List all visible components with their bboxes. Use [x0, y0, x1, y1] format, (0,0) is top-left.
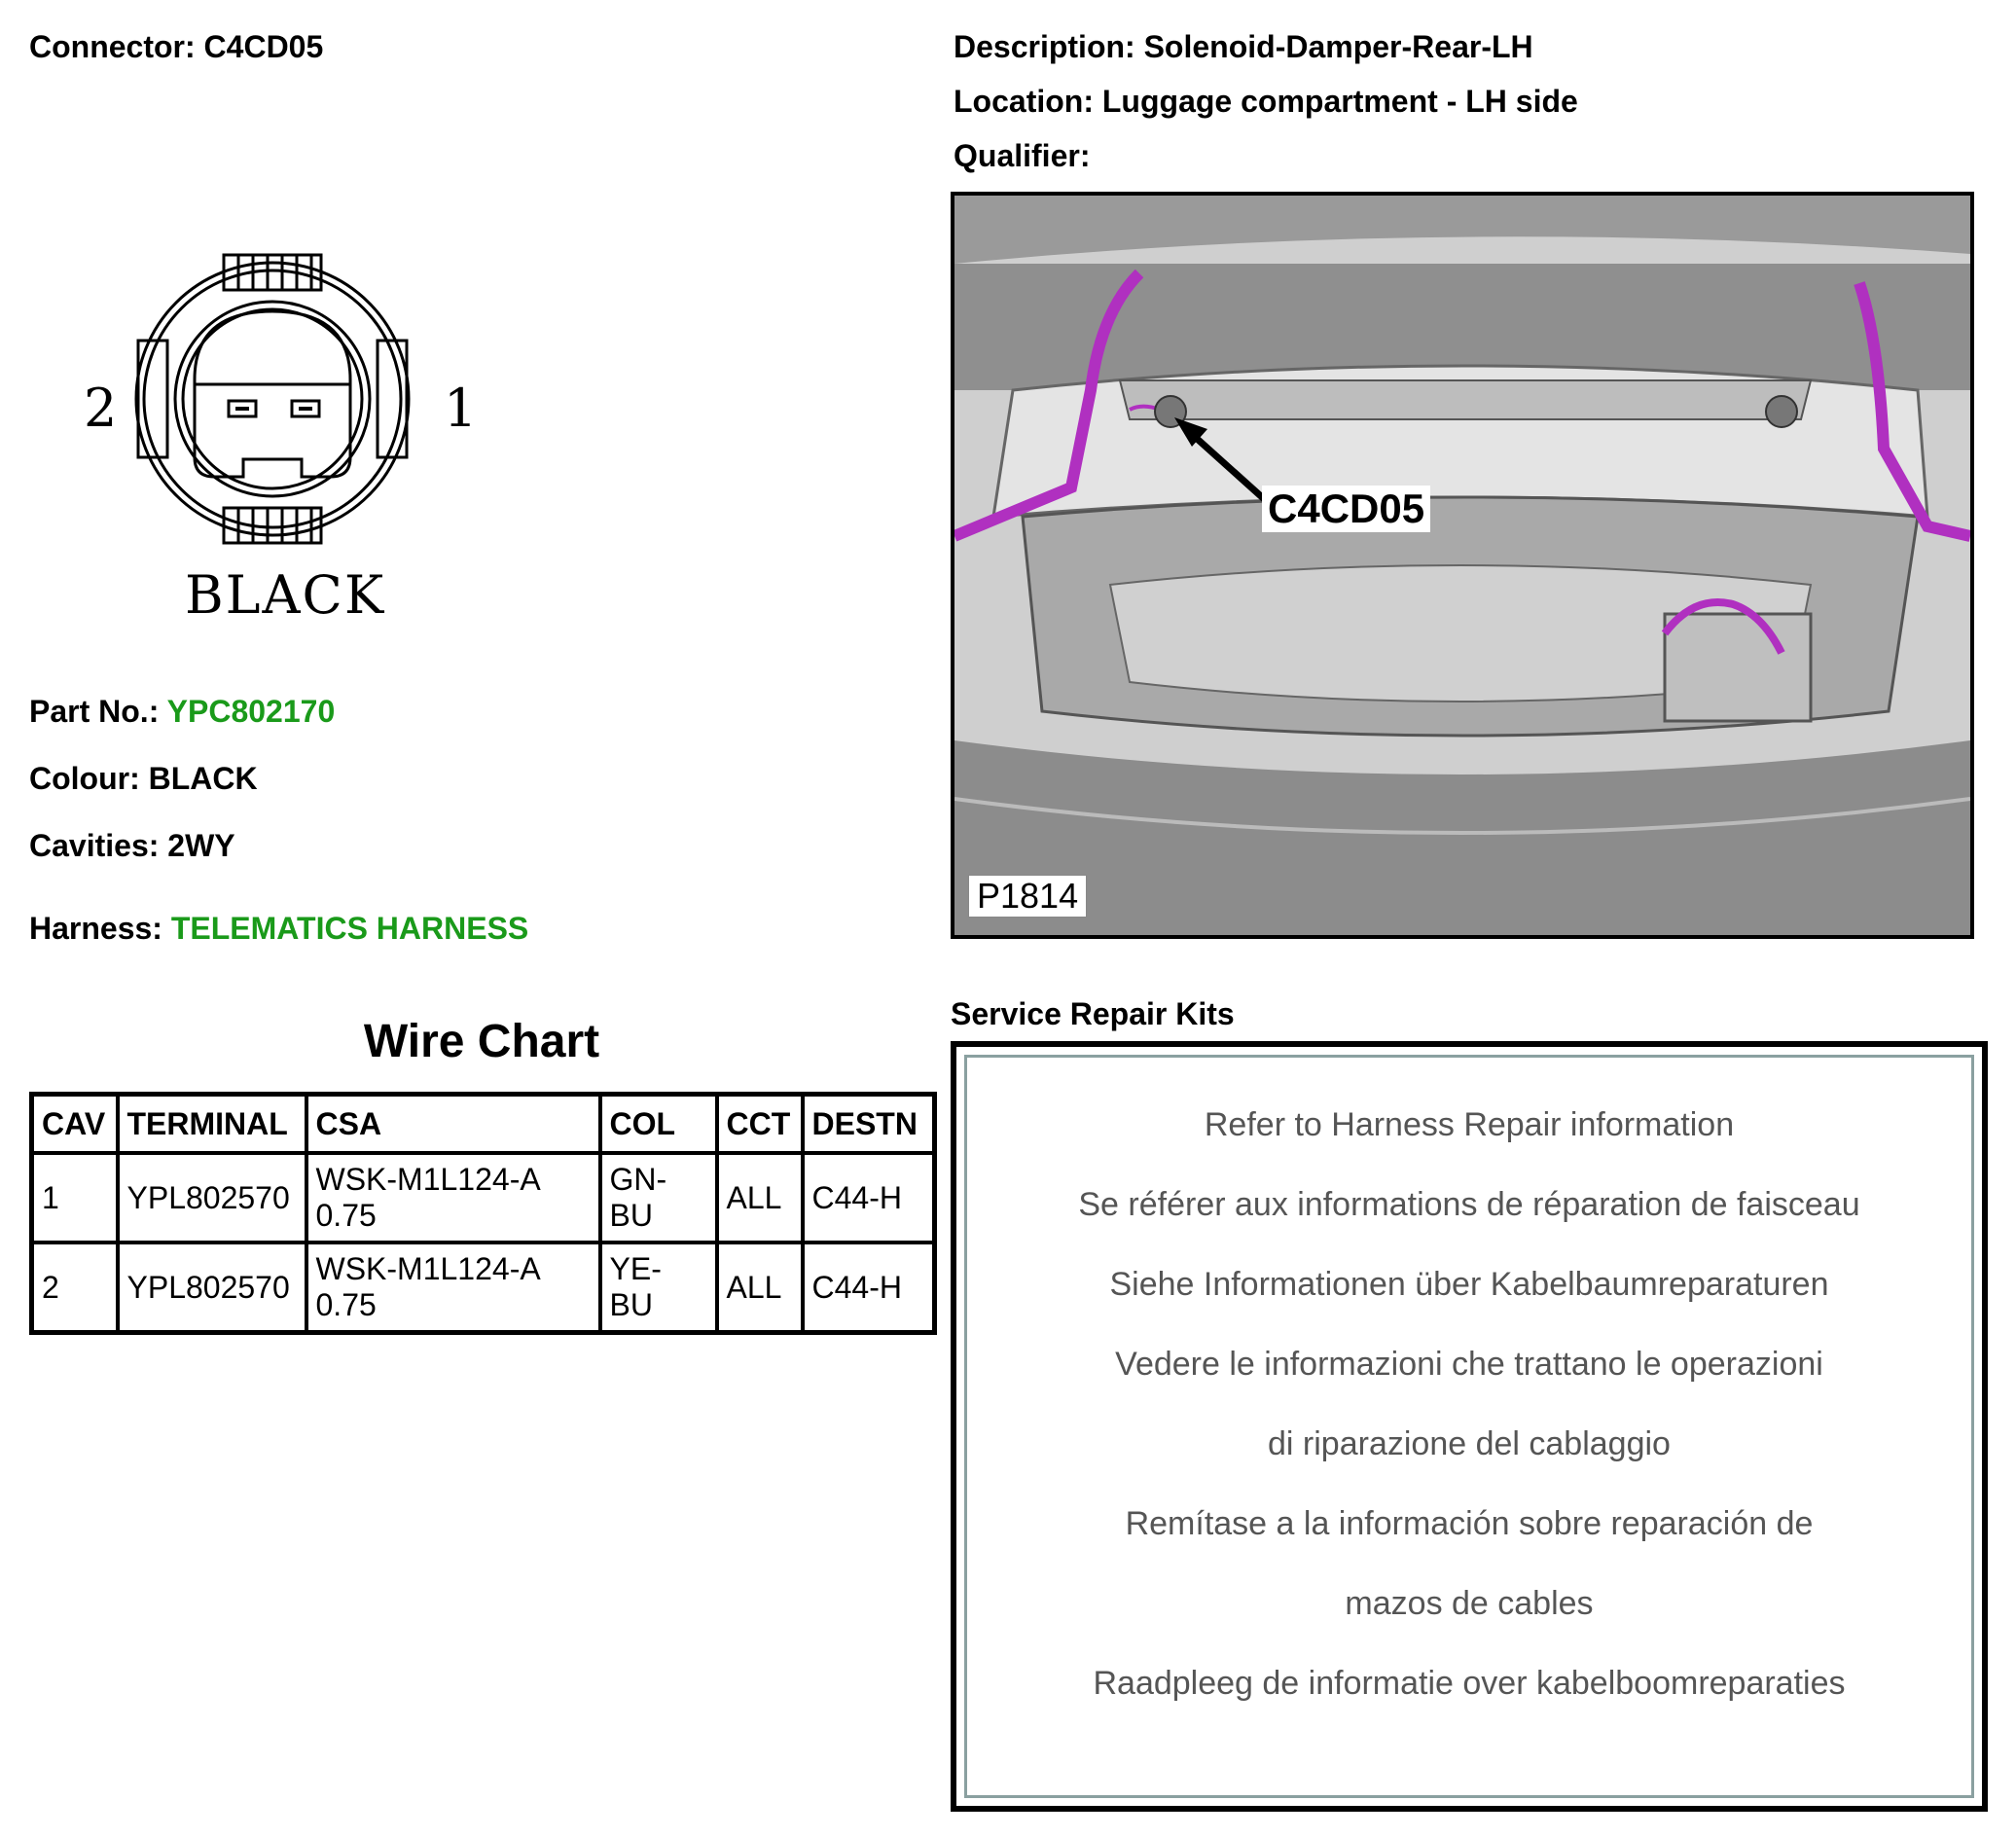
colour-line: Colour: BLACK [29, 761, 258, 797]
cell-cav: 1 [29, 1151, 120, 1244]
wire-chart-header-row: CAV TERMINAL CSA COL CCT DESTN [29, 1092, 937, 1155]
cell-csa-size: 0.75 [315, 1198, 377, 1233]
cell-col-secondary: BU [609, 1287, 653, 1322]
photo-reference-label: P1814 [968, 875, 1088, 918]
part-no-link[interactable]: YPC802170 [166, 694, 336, 729]
connector-label: Connector: [29, 29, 196, 64]
cell-csa-spec: WSK-M1L124-A [315, 1162, 541, 1198]
cavities-line: Cavities: 2WY [29, 828, 235, 864]
cavities-value: 2WY [167, 828, 235, 863]
col-header-cct: CCT [714, 1092, 805, 1155]
connector-id: C4CD05 [203, 29, 324, 64]
colour-value: BLACK [148, 761, 258, 796]
qualifier-label: Qualifier: [954, 138, 1091, 173]
cell-cav: 2 [29, 1241, 120, 1335]
description-value: Solenoid-Damper-Rear-LH [1143, 29, 1533, 64]
harness-line: Harness: TELEMATICS HARNESS [29, 911, 528, 947]
col-header-csa: CSA [304, 1092, 602, 1155]
cell-terminal: YPL802570 [115, 1151, 308, 1244]
cavities-label: Cavities: [29, 828, 160, 863]
repair-kit-line-nl: Raadpleeg de informatie over kabelboomre… [1093, 1665, 1846, 1702]
wire-chart-table: CAV TERMINAL CSA COL CCT DESTN 1 YPL8025… [29, 1092, 937, 1335]
pin-2-label: 2 [84, 378, 118, 439]
col-header-cav: CAV [29, 1092, 120, 1155]
part-no-label: Part No.: [29, 694, 160, 729]
housing-colour-label: BLACK [185, 564, 386, 626]
col-header-destn: DESTN [800, 1092, 937, 1155]
repair-kits-title: Service Repair Kits [951, 996, 1235, 1031]
location-photo: C4CD05 P1814 [951, 192, 1974, 939]
cell-col-primary: YE- [609, 1251, 662, 1287]
table-row: 1 YPL802570 WSK-M1L124-A 0.75 GN- BU ALL… [29, 1151, 937, 1244]
repair-kit-line-fr: Se référer aux informations de réparatio… [1078, 1186, 1860, 1223]
photo-callout-label: C4CD05 [1262, 486, 1431, 532]
cell-terminal: YPL802570 [115, 1241, 308, 1335]
cell-csa-spec: WSK-M1L124-A [315, 1251, 541, 1287]
cell-col: GN- BU [597, 1151, 719, 1244]
description-label: Description: [954, 29, 1135, 64]
harness-label: Harness: [29, 911, 162, 946]
repair-kit-line-it-2: di riparazione del cablaggio [1268, 1425, 1671, 1462]
cell-col-secondary: BU [609, 1198, 653, 1233]
cell-destn[interactable]: C44-H [800, 1241, 937, 1335]
cell-csa: WSK-M1L124-A 0.75 [304, 1151, 602, 1244]
repair-kits-inner-frame: Refer to Harness Repair information Se r… [964, 1055, 1974, 1798]
wire-chart-title: Wire Chart [363, 1016, 600, 1067]
cell-destn[interactable]: C44-H [800, 1151, 937, 1244]
repair-kits-panel: Refer to Harness Repair information Se r… [951, 1041, 1988, 1812]
repair-kit-line-en: Refer to Harness Repair information [1204, 1106, 1735, 1143]
colour-label: Colour: [29, 761, 140, 796]
connector-face-icon [134, 253, 411, 545]
cell-csa-size: 0.75 [315, 1287, 377, 1322]
repair-kit-line-es-1: Remítase a la información sobre reparaci… [1125, 1505, 1814, 1542]
col-header-terminal: TERMINAL [115, 1092, 308, 1155]
cell-csa: WSK-M1L124-A 0.75 [304, 1241, 602, 1335]
repair-kit-line-it-1: Vedere le informazioni che trattano le o… [1115, 1346, 1823, 1383]
connector-face-diagram: 2 1 BLACK [78, 234, 506, 626]
qualifier-line: Qualifier: [954, 138, 1090, 174]
harness-link[interactable]: TELEMATICS HARNESS [170, 911, 529, 946]
luggage-compartment-illustration [954, 196, 1970, 935]
cell-cct: ALL [714, 1241, 805, 1335]
location-value: Luggage compartment - LH side [1101, 84, 1578, 119]
repair-kit-line-de: Siehe Informationen über Kabelbaumrepara… [1109, 1266, 1829, 1303]
connector-heading: Connector: C4CD05 [29, 29, 323, 65]
description-line: Description: Solenoid-Damper-Rear-LH [954, 29, 1533, 65]
cell-cct: ALL [714, 1151, 805, 1244]
col-header-col: COL [597, 1092, 719, 1155]
pin-1-label: 1 [444, 378, 478, 439]
cell-col-primary: GN- [609, 1162, 667, 1198]
repair-kit-line-es-2: mazos de cables [1345, 1585, 1594, 1622]
table-row: 2 YPL802570 WSK-M1L124-A 0.75 YE- BU ALL… [29, 1241, 937, 1335]
location-line: Location: Luggage compartment - LH side [954, 84, 1578, 120]
cell-col: YE- BU [597, 1241, 719, 1335]
location-label: Location: [954, 84, 1094, 119]
part-no-line: Part No.: YPC802170 [29, 694, 335, 730]
